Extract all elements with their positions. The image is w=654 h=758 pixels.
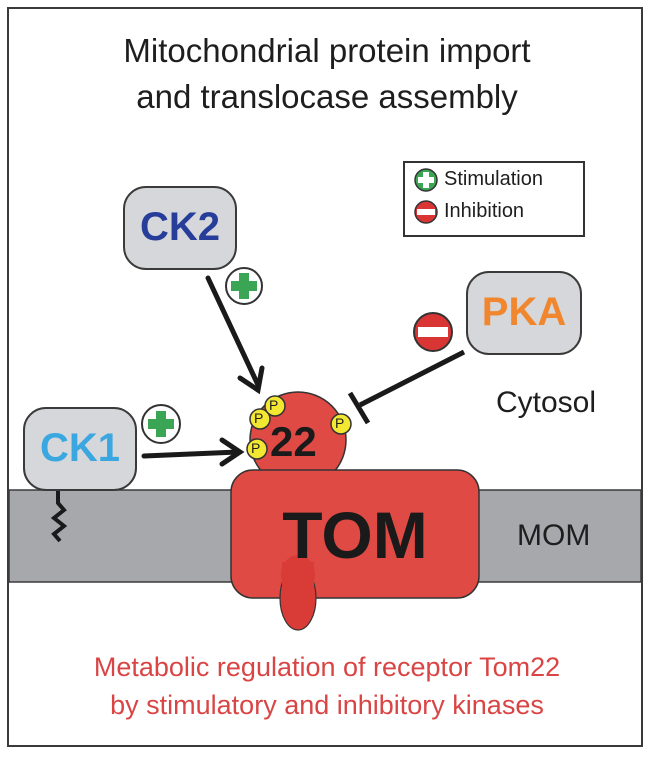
pka-label: PKA (481, 290, 567, 334)
legend-stimulation-label: Stimulation (444, 168, 543, 190)
figure-title-line2: and translocase assembly (136, 78, 518, 115)
caption-line2: by stimulatory and inhibitory kinases (110, 690, 544, 720)
legend-minus-icon (414, 200, 438, 224)
ck1-plus-icon (141, 404, 181, 444)
legend-inhibition-label: Inhibition (444, 200, 525, 222)
caption-line1: Metabolic regulation of receptor Tom22 (93, 652, 561, 682)
phospho-group (249, 408, 271, 430)
pka-box (466, 271, 582, 355)
tom-label: TOM (282, 498, 428, 572)
ck1-label: CK1 (39, 426, 121, 470)
figure-frame (7, 7, 643, 747)
tom22-label: 22 (270, 418, 317, 465)
pka-minus-icon (413, 312, 453, 352)
phospho-label: P (254, 410, 264, 426)
figure-title-line1: Mitochondrial protein import (123, 32, 531, 69)
phospho-group (330, 413, 352, 435)
phospho-label: P (269, 397, 279, 413)
phospho-label: P (335, 415, 345, 431)
ck2-plus-icon (225, 267, 263, 305)
ck1-arrow (141, 437, 245, 467)
phospho-label: P (251, 440, 261, 456)
pka-inhibition-line (347, 349, 466, 425)
legend-plus-icon (414, 168, 438, 192)
mom-label: MOM (517, 519, 591, 552)
phospho-group (246, 438, 268, 460)
ck2-box (123, 186, 237, 270)
cytosol-label: Cytosol (496, 386, 597, 419)
lipid-anchor-icon (50, 490, 68, 543)
ck1-box (23, 407, 137, 491)
ck2-arrow (205, 275, 265, 395)
tom-pore-top (281, 555, 315, 595)
phospho-group (264, 395, 286, 417)
ck2-label: CK2 (139, 205, 221, 249)
